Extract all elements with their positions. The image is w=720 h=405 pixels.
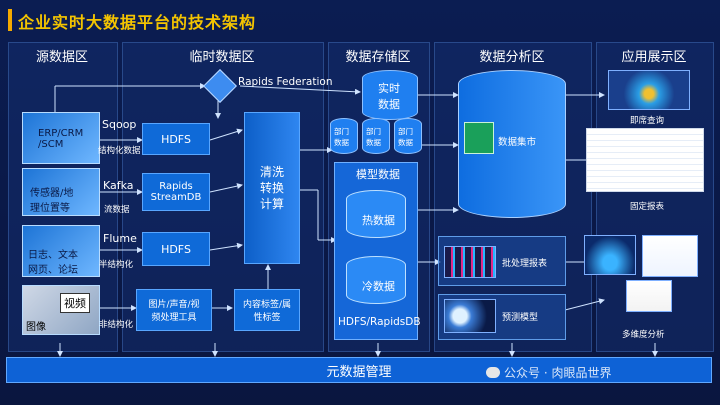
- log-source-card: [22, 225, 100, 277]
- cold-data-cylinder: [346, 256, 406, 304]
- title-accent-bar: [8, 9, 12, 31]
- dept-label-3: 部门 数据: [398, 127, 413, 147]
- adhoc-query-label: 即席查询: [630, 116, 665, 126]
- dept-cylinder-2: [362, 118, 390, 154]
- hot-data-label: 热数据: [362, 214, 395, 227]
- erp-source-card: [22, 112, 100, 164]
- tagging-box: 内容标签/属 性标签: [234, 289, 300, 331]
- app-column-title: 应用展示区: [621, 50, 687, 65]
- clean-transform-box: 清洗 转换 计算: [244, 112, 300, 264]
- flume-label: Flume: [103, 232, 137, 245]
- multi-dim-image-1: [584, 235, 636, 275]
- sensor-source-card: [22, 168, 100, 216]
- multi-dim-image-2: [642, 235, 698, 277]
- federation-label: Rapids Federation: [238, 76, 333, 88]
- storage-db-label: HDFS/RapidsDB: [338, 316, 421, 328]
- source-column-title: 源数据区: [35, 50, 88, 65]
- sensor-source-label: 传感器/地 理位置等: [30, 188, 74, 214]
- image-source-label: 图像: [26, 322, 46, 333]
- page-title: 企业实时大数据平台的技术架构: [18, 13, 257, 32]
- hot-data-cylinder: [346, 190, 406, 238]
- sqoop-label: Sqoop: [102, 118, 137, 131]
- log-source-label: 日志、文本 网页、论坛: [28, 250, 78, 276]
- batch-report-label: 批处理报表: [502, 259, 548, 269]
- realtime-label: 实时 数据: [378, 82, 400, 111]
- model-data-label: 模型数据: [356, 168, 400, 181]
- realtime-cylinder: [362, 70, 418, 120]
- hdfs-box-2: HDFS: [142, 232, 210, 266]
- erp-source-label: ERP/CRM /SCM: [38, 128, 84, 150]
- model-data-panel: [334, 162, 418, 340]
- media-tools-box: 图片/声音/视 频处理工具: [136, 289, 212, 331]
- multi-dim-image-3: [626, 280, 672, 312]
- dept-label-2: 部门 数据: [366, 127, 381, 147]
- dept-label-1: 部门 数据: [334, 127, 349, 147]
- storage-column-title: 数据存储区: [345, 50, 411, 65]
- kafka-label: Kafka: [103, 179, 134, 192]
- watermark-text: 公众号 · 肉眼品世界: [504, 366, 612, 380]
- batch-report-image: [444, 246, 496, 278]
- metadata-management-label: 元数据管理: [326, 364, 392, 380]
- data-mart-icon: [464, 122, 494, 154]
- multi-dim-label: 多维度分析: [622, 330, 665, 340]
- flume-sublabel: 半结构化: [99, 260, 134, 270]
- dept-cylinder-1: [330, 118, 358, 154]
- predict-model-label: 预测模型: [502, 313, 539, 323]
- watermark: 公众号 · 肉眼品世界: [486, 364, 611, 381]
- analysis-column-title: 数据分析区: [479, 50, 545, 65]
- adhoc-query-image: [608, 70, 690, 110]
- fixed-report-label: 固定报表: [630, 202, 665, 212]
- predict-model-image: [444, 299, 496, 333]
- metadata-management-bar: 元数据管理: [6, 357, 712, 383]
- wechat-icon: [486, 367, 500, 378]
- temp-column-title: 临时数据区: [189, 50, 255, 65]
- sqoop-sublabel: 结构化数据: [98, 146, 141, 156]
- video-tag: 视频: [60, 293, 90, 313]
- streamdb-box: Rapids StreamDB: [142, 173, 210, 211]
- fixed-report-image: [586, 128, 704, 192]
- cold-data-label: 冷数据: [362, 280, 395, 293]
- unstructured-sublabel: 非结构化: [99, 320, 134, 330]
- hdfs-box-1: HDFS: [142, 123, 210, 155]
- data-mart-label: 数据集市: [498, 137, 537, 148]
- kafka-sublabel: 流数据: [104, 205, 130, 215]
- dept-cylinder-3: [394, 118, 422, 154]
